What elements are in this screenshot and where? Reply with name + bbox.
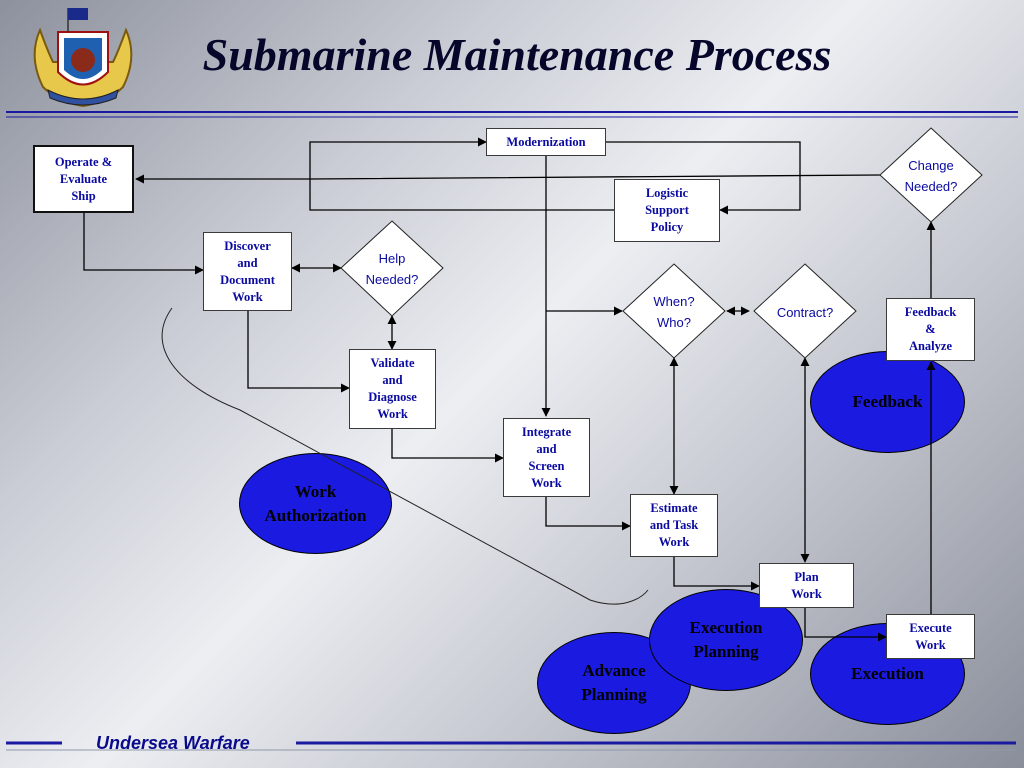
box-operate-evaluate-ship: Operate & Evaluate Ship [33, 145, 134, 213]
box-estimate-task-work: Estimate and Task Work [630, 494, 718, 557]
slide-title: Submarine Maintenance Process [202, 29, 832, 80]
decision-contract: Contract? [776, 304, 834, 320]
footer-label: Undersea Warfare [96, 733, 250, 753]
box-feedback-analyze: Feedback & Analyze [886, 298, 975, 361]
decision-help-needed: Help Needed? [365, 251, 419, 287]
box-plan-work: Plan Work [759, 563, 854, 608]
decision-when-who: When? Who? [653, 294, 695, 330]
box-discover-document-work: Discover and Document Work [203, 232, 292, 311]
box-execute-work: Execute Work [886, 614, 975, 659]
submarine-forces-logo-icon [33, 8, 133, 108]
box-logistic-support-policy: Logistic Support Policy [614, 179, 720, 242]
phase-work-authorization: Work Authorization [239, 453, 392, 554]
decision-change-needed: Change Needed? [904, 158, 958, 194]
phase-feedback: Feedback [810, 351, 965, 453]
box-integrate-screen-work: Integrate and Screen Work [503, 418, 590, 497]
box-modernization: Modernization [486, 128, 606, 156]
box-validate-diagnose-work: Validate and Diagnose Work [349, 349, 436, 429]
